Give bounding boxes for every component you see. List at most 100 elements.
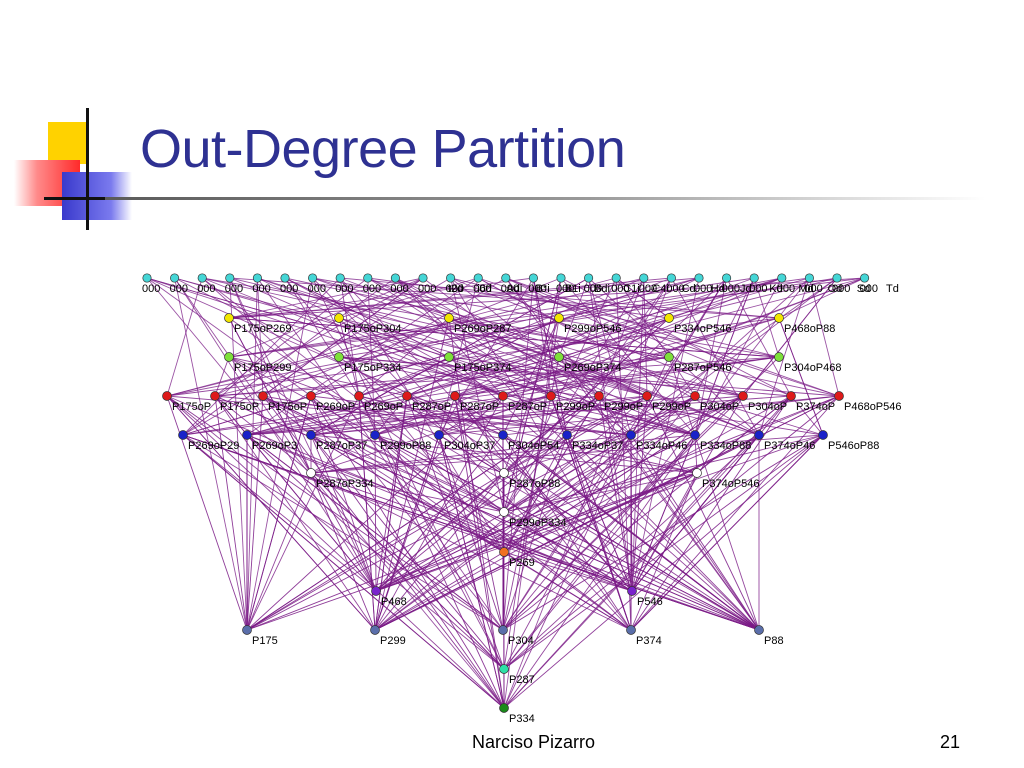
network-node	[499, 547, 509, 557]
node-label: 000	[473, 283, 491, 295]
network-edge	[395, 277, 760, 631]
network-node	[556, 273, 566, 283]
network-edge	[505, 277, 840, 397]
node-label: P468oP88	[784, 323, 835, 335]
network-node	[501, 273, 511, 283]
network-edge	[631, 434, 696, 592]
network-edge	[246, 395, 792, 436]
network-node	[258, 391, 268, 401]
network-node	[224, 352, 234, 362]
network-edge	[246, 395, 840, 631]
network-node	[664, 352, 674, 362]
network-node	[306, 391, 316, 401]
network-edge	[182, 434, 377, 592]
network-edge	[503, 395, 744, 513]
network-edge	[375, 434, 504, 592]
node-label: 000	[363, 283, 381, 295]
network-edge	[503, 551, 632, 631]
network-edge	[450, 277, 600, 397]
network-edge	[358, 395, 760, 631]
network-edge	[448, 356, 696, 436]
network-node	[280, 273, 290, 283]
node-label: P287oP	[460, 401, 499, 413]
network-edge	[742, 277, 838, 397]
network-node	[722, 273, 732, 283]
node-label: P269oP	[316, 401, 355, 413]
network-node	[354, 391, 364, 401]
network-edge	[246, 472, 698, 631]
network-edge	[454, 356, 780, 397]
network-node	[554, 313, 564, 323]
network-edge	[174, 277, 450, 358]
network-edge	[166, 277, 782, 397]
network-node	[498, 430, 508, 440]
network-edge	[406, 395, 504, 436]
node-label: P374oP	[796, 401, 835, 413]
network-edge	[214, 395, 760, 631]
network-edge	[566, 434, 633, 592]
network-node	[774, 352, 784, 362]
network-edge	[558, 356, 760, 631]
network-edge	[228, 277, 424, 358]
network-node	[694, 273, 704, 283]
network-edge	[503, 395, 600, 553]
network-edge	[228, 356, 376, 436]
network-edge	[374, 472, 505, 631]
node-label: P299oP88	[380, 440, 431, 452]
node-label: P175	[252, 635, 278, 647]
network-node	[225, 273, 235, 283]
network-edge	[598, 395, 760, 631]
horizontal-line	[44, 197, 140, 200]
network-edge	[374, 317, 780, 436]
network-edge	[503, 317, 560, 474]
network-node	[860, 273, 870, 283]
network-node	[334, 352, 344, 362]
network-node	[142, 273, 152, 283]
network-edge	[182, 434, 633, 592]
node-label: 000	[418, 283, 436, 295]
node-label: P175oP	[220, 401, 259, 413]
network-edge	[338, 277, 479, 319]
network-edge	[166, 277, 644, 397]
network-node	[834, 391, 844, 401]
node-label: 000	[722, 283, 740, 295]
network-edge	[502, 356, 560, 631]
footer-author: Narciso Pizarro	[472, 732, 596, 752]
network-node	[754, 430, 764, 440]
network-edge	[146, 277, 632, 436]
network-node	[418, 273, 428, 283]
network-edge	[502, 395, 744, 631]
network-edge	[448, 317, 648, 397]
network-edge	[214, 277, 700, 397]
network-node	[738, 391, 748, 401]
node-label: 000	[639, 283, 657, 295]
slide-number: 21	[940, 732, 961, 752]
network-edge	[338, 317, 648, 397]
network-edge	[214, 356, 780, 397]
network-edge	[503, 434, 824, 670]
network-node	[370, 430, 380, 440]
network-edge	[367, 277, 552, 397]
network-node	[370, 625, 380, 635]
node-label: Od	[828, 283, 843, 295]
network-edge	[502, 317, 560, 436]
node-label: P299oP	[652, 401, 691, 413]
network-node	[642, 391, 652, 401]
network-edge	[503, 434, 632, 670]
node-label: 000	[832, 283, 850, 295]
network-node	[242, 625, 252, 635]
network-edge	[338, 356, 824, 436]
network-edge	[478, 277, 840, 397]
network-node	[754, 625, 764, 635]
network-edge	[694, 277, 755, 397]
node-label: P287oP37	[316, 440, 367, 452]
network-edge	[406, 317, 560, 397]
network-edge	[505, 277, 760, 631]
network-edge	[182, 356, 780, 436]
network-node	[546, 391, 556, 401]
network-edge	[228, 277, 810, 358]
network-edge	[310, 395, 552, 436]
network-edge	[182, 277, 341, 436]
network-edge	[338, 356, 696, 436]
